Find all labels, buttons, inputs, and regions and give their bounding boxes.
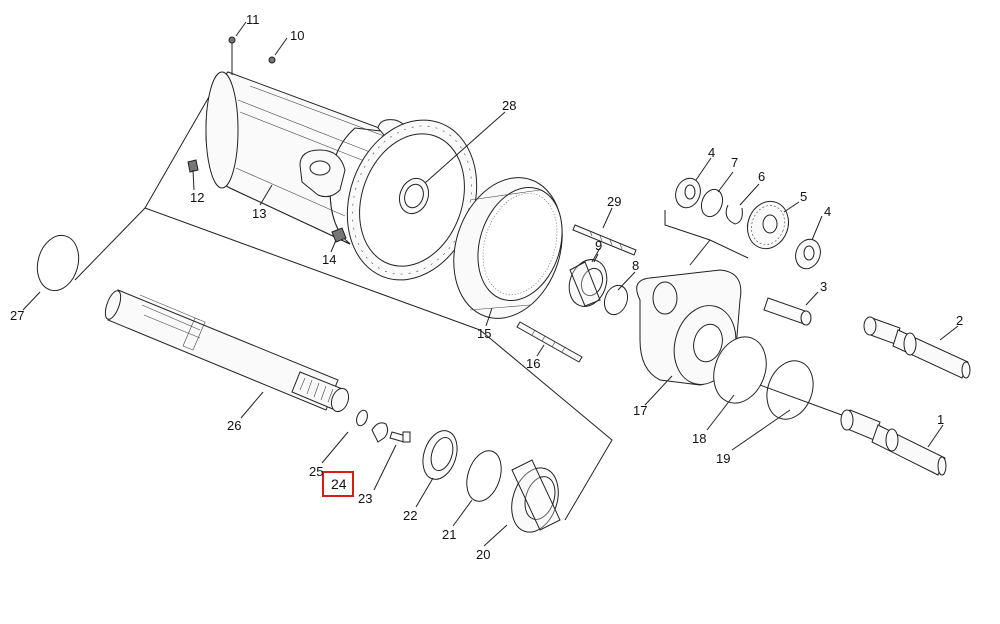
bearing-9 [568,259,608,307]
callout-1: 1 [937,412,944,427]
callout-6: 6 [758,169,765,184]
highlight-box-24 [322,471,354,497]
circlip-19 [766,360,814,420]
callout-28: 28 [502,98,516,113]
lock-plate-24 [371,422,389,443]
housing-flange [346,119,478,281]
washer-25 [356,409,368,427]
callout-13: 13 [252,206,266,221]
callout-22: 22 [403,508,417,523]
planet-carrier [636,269,742,386]
callout-12: 12 [190,190,204,205]
bearing-group-bracket [479,329,613,521]
stud-16 [516,321,583,363]
ring-gear [453,177,563,319]
drive-shaft-26 [104,289,350,413]
bearing-4-right [795,238,821,270]
o-ring-21 [466,450,502,502]
screw-11 [228,36,236,44]
washer-7 [700,188,724,218]
callout-16: 16 [526,356,540,371]
callout-23: 23 [358,491,372,506]
stud-29 [572,224,637,256]
callout-15: 15 [477,326,491,341]
callout-2: 2 [956,313,963,328]
bearing-20 [511,459,561,533]
callout-25: 25 [309,464,323,479]
axle-housing [205,71,407,245]
bolt-14 [331,227,347,243]
callout-18: 18 [692,431,706,446]
callout-5: 5 [800,189,807,204]
callout-17: 17 [633,403,647,418]
callout-27: 27 [10,308,24,323]
callout-10: 10 [290,28,304,43]
callout-19: 19 [716,451,730,466]
planet-gear-5 [746,200,790,250]
callout-26: 26 [227,418,241,433]
shaft-leader-27 [74,207,146,281]
callout-4-left: 4 [708,145,715,160]
ring-8 [603,284,629,316]
callout-3: 3 [820,279,827,294]
callout-29: 29 [607,194,621,209]
bolt-23 [389,431,411,443]
callout-4-right: 4 [824,204,831,219]
plug-12 [187,159,199,173]
axle-shaft-2 [863,316,971,379]
snap-ring-27 [36,234,80,292]
axle-shaft-1 [840,409,947,476]
callout-14: 14 [322,252,336,267]
callout-9: 9 [595,238,602,253]
callout-24: 24 [331,476,347,492]
axis-line-1 [759,384,851,419]
callout-11: 11 [246,12,260,27]
circlip-6 [725,204,743,225]
callout-20: 20 [476,547,490,562]
pin-3 [763,297,812,326]
callout-21: 21 [442,527,456,542]
bearing-4-left [675,177,701,209]
leader-lines [22,21,959,547]
callout-7: 7 [731,155,738,170]
plug-10 [268,56,276,64]
callout-8: 8 [632,258,639,273]
seal-22 [422,430,458,480]
gear-group-bracket [664,210,749,259]
